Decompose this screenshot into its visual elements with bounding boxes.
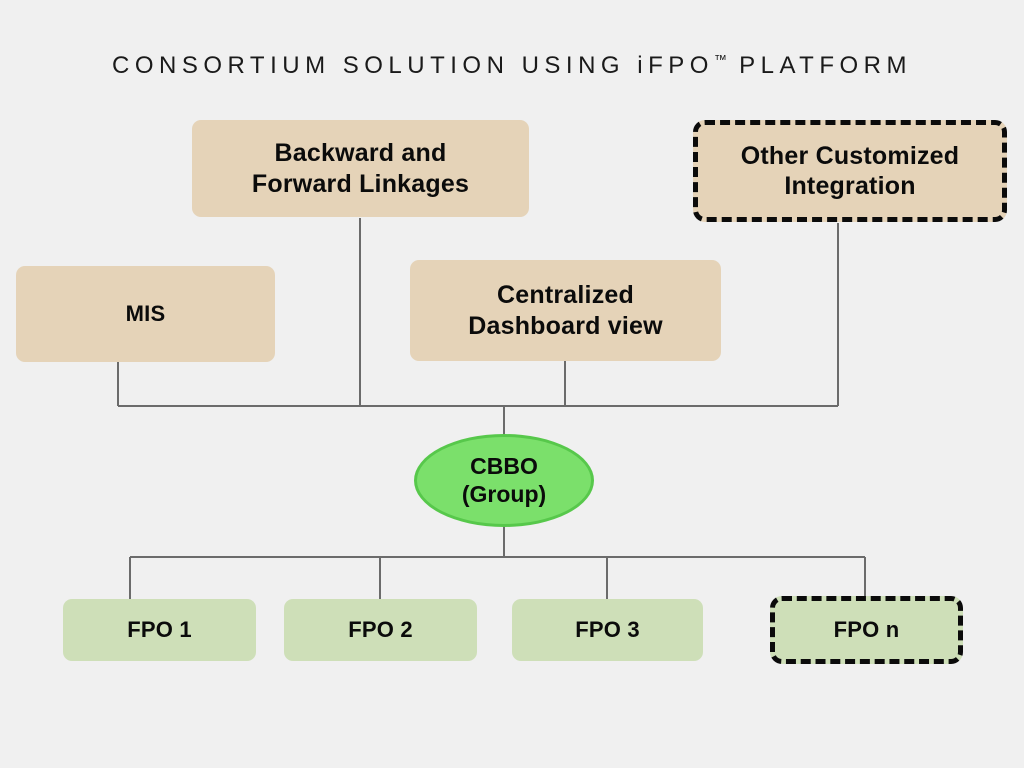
node-label: FPO n: [833, 616, 900, 642]
node-label: MIS: [125, 300, 166, 326]
node-backward-and-forward-linkages[interactable]: Backward and Forward Linkages: [192, 120, 529, 217]
node-mis[interactable]: MIS: [16, 266, 275, 362]
node-fpo-2[interactable]: FPO 2: [284, 599, 477, 661]
node-label-line2: Dashboard view: [468, 311, 663, 340]
node-label: FPO 3: [575, 616, 640, 642]
node-cbbo-group[interactable]: CBBO (Group): [414, 434, 594, 527]
node-label-line2: Forward Linkages: [251, 169, 470, 198]
page-title: CONSORTIUM SOLUTION USING iFPO™ PLATFORM: [0, 52, 1024, 80]
node-label: CBBO (Group): [462, 453, 546, 508]
page-title-main: CONSORTIUM SOLUTION USING iFPO: [112, 52, 714, 79]
node-centralized-dashboard-view[interactable]: Centralized Dashboard view: [410, 260, 721, 361]
node-label: Backward and Forward Linkages: [252, 138, 469, 199]
node-label: FPO 2: [348, 616, 413, 642]
node-label: Centralized Dashboard view: [468, 280, 663, 341]
trademark-symbol: ™: [713, 52, 727, 67]
node-other-customized-integration[interactable]: Other Customized Integration: [693, 120, 1007, 222]
node-label: FPO 1: [127, 616, 192, 642]
node-fpo-1[interactable]: FPO 1: [63, 599, 256, 661]
node-fpo-3[interactable]: FPO 3: [512, 599, 703, 661]
node-label-line1: CBBO: [470, 452, 538, 479]
node-label-line2: (Group): [461, 480, 547, 507]
node-label-line1: Centralized: [497, 281, 634, 309]
page-title-suffix: PLATFORM: [726, 52, 912, 79]
node-label-line1: Backward and: [274, 139, 447, 167]
node-fpo-n[interactable]: FPO n: [770, 596, 963, 664]
node-label: Other Customized Integration: [741, 141, 960, 202]
node-label-line1: Other Customized: [740, 141, 960, 170]
node-label-line2: Integration: [784, 172, 916, 200]
